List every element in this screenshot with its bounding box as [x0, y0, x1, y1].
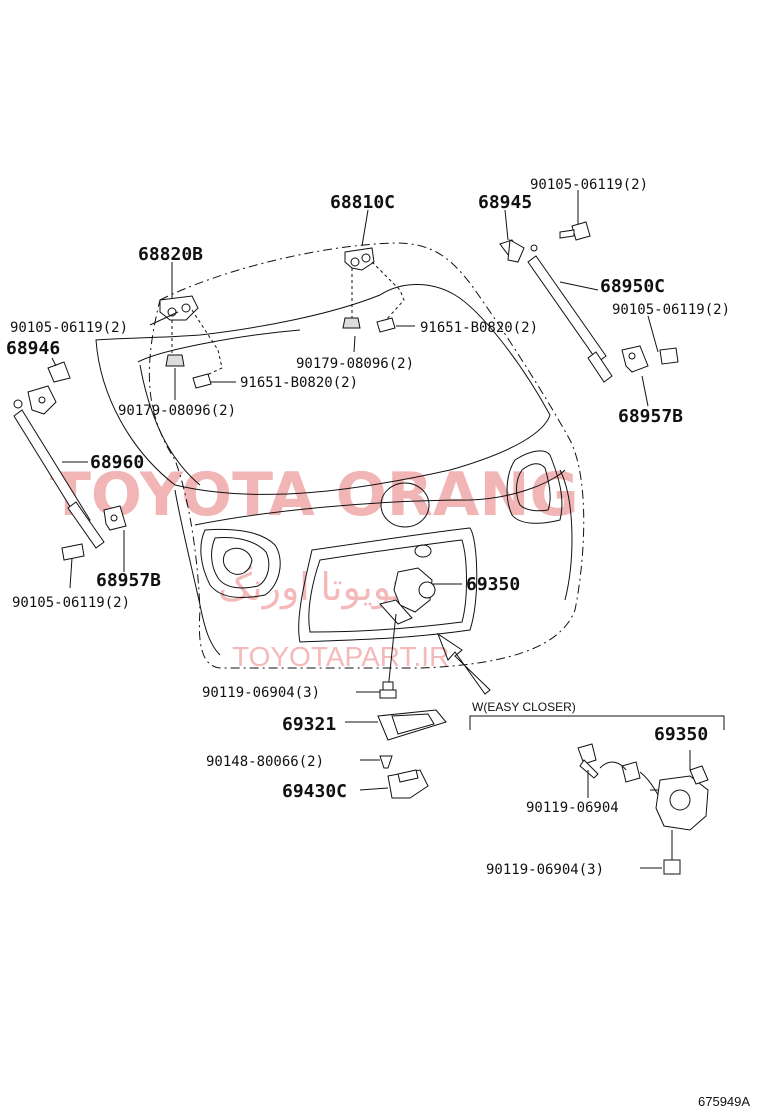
hinge-68810c — [342, 247, 405, 329]
label-68950C: 68950C — [600, 276, 665, 297]
hinge-68820b — [159, 295, 223, 379]
label-90119-inset: 90119-06904 — [526, 800, 619, 816]
bolt-90119 — [379, 681, 397, 699]
label-68946: 68946 — [6, 338, 60, 359]
label-90105-top: 90105-06119(2) — [530, 177, 648, 193]
label-68810C: 68810C — [330, 192, 395, 213]
label-90148: 90148-80066(2) — [206, 754, 324, 770]
part-labels: 68810C 68945 90105-06119(2) 68820B 68950… — [6, 177, 750, 1109]
label-68957B-right: 68957B — [618, 406, 683, 427]
label-91651-upper: 91651-B0820(2) — [420, 320, 538, 336]
label-90119-inset-3: 90119-06904(3) — [486, 862, 604, 878]
figure-id: 675949A — [698, 1094, 750, 1109]
latch-69350 — [379, 567, 436, 691]
watermark-brand: TOYOTA ORANG — [50, 460, 579, 530]
label-90179-lower: 90179-08096(2) — [118, 403, 236, 419]
label-68820B: 68820B — [138, 244, 203, 265]
strut-left — [13, 361, 127, 561]
label-68960: 68960 — [90, 452, 144, 473]
label-68945: 68945 — [478, 192, 532, 213]
label-69321: 69321 — [282, 714, 336, 735]
strut-right — [499, 221, 679, 383]
label-90105-bottom: 90105-06119(2) — [12, 595, 130, 611]
screw-90148 — [379, 755, 393, 769]
label-90119-3: 90119-06904(3) — [202, 685, 320, 701]
label-69430C: 69430C — [282, 781, 347, 802]
handle-69321 — [377, 709, 447, 741]
label-90105-left: 90105-06119(2) — [10, 320, 128, 336]
label-easy-closer: W(EASY CLOSER) — [472, 700, 576, 714]
label-68957B-left: 68957B — [96, 570, 161, 591]
bracket-69430c — [387, 769, 429, 799]
label-69350-main: 69350 — [466, 574, 520, 595]
label-91651-lower: 91651-B0820(2) — [240, 375, 358, 391]
hinge-bolts — [192, 317, 396, 389]
label-69350-inset: 69350 — [654, 724, 708, 745]
back-door-panel — [95, 242, 585, 695]
watermark-site: TOYOTAPART.IR — [232, 641, 449, 672]
easy-closer-inset — [469, 715, 725, 875]
leader-lines — [51, 190, 659, 791]
label-90105-right: 90105-06119(2) — [612, 302, 730, 318]
label-90179-upper: 90179-08096(2) — [296, 356, 414, 372]
